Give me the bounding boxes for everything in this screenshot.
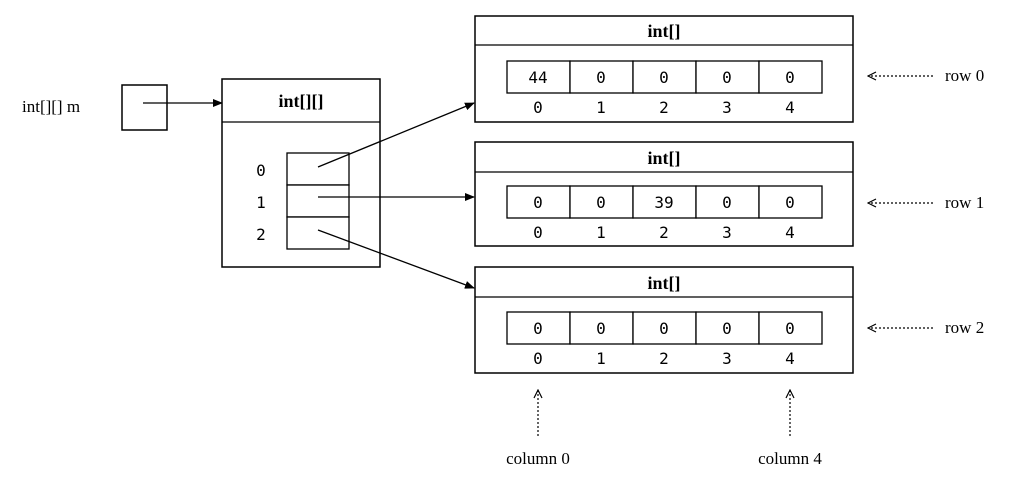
pointer-arrow-row-2: [317, 229, 475, 289]
row-2-cell-4: [758, 311, 823, 345]
row-array-2: int[] 0 0 0 0 0 0 1 2 3 4: [474, 266, 854, 374]
row-1-index-3: 3: [722, 223, 732, 242]
row-0-index-4: 4: [785, 98, 795, 117]
outer-index-0: 0: [256, 161, 266, 180]
variable-box: [121, 84, 168, 131]
row-0-value-3: 0: [722, 68, 732, 87]
outer-index-2: 2: [256, 225, 266, 244]
row-2-cell-2: [632, 311, 697, 345]
row-2-value-0: 0: [533, 319, 543, 338]
row-1-cell-1: [569, 185, 634, 219]
row-1-value-4: 0: [785, 193, 795, 212]
pointer-arrow-row-0: [317, 102, 475, 168]
row-2-title: int[]: [648, 273, 681, 293]
row-1-label: row 1: [945, 193, 984, 212]
row-0-cell-3: [695, 60, 760, 94]
outer-cell-1: [286, 184, 350, 218]
row-0-index-2: 2: [659, 98, 669, 117]
row-1-value-0: 0: [533, 193, 543, 212]
row-2-value-3: 0: [722, 319, 732, 338]
row-0-index-0: 0: [533, 98, 543, 117]
row-2-value-2: 0: [659, 319, 669, 338]
row-0-cell-4: [758, 60, 823, 94]
outer-cell-2: [286, 216, 350, 250]
row-2-index-1: 1: [596, 349, 606, 368]
row-2-index-2: 2: [659, 349, 669, 368]
row-0-cell-2: [632, 60, 697, 94]
row-1-index-0: 0: [533, 223, 543, 242]
row-1-title: int[]: [648, 148, 681, 168]
variable-label: int[][] m: [22, 97, 80, 116]
outer-index-1: 1: [256, 193, 266, 212]
row-2-index-4: 4: [785, 349, 795, 368]
row-2-value-4: 0: [785, 319, 795, 338]
row-array-0: int[] 44 0 0 0 0 0 1 2 3 4: [474, 15, 854, 123]
row-0-title: int[]: [648, 21, 681, 41]
outer-array-object: int[][] 0 1 2: [221, 78, 381, 268]
row-0-value-1: 0: [596, 68, 606, 87]
row-0-cell-1: [569, 60, 634, 94]
row-1-value-3: 0: [722, 193, 732, 212]
row-2-index-3: 3: [722, 349, 732, 368]
row-2-value-1: 0: [596, 319, 606, 338]
row-0-index-3: 3: [722, 98, 732, 117]
row-0-cell-0: [506, 60, 571, 94]
row-2-label: row 2: [945, 318, 984, 337]
row-2-cell-0: [506, 311, 571, 345]
row-1-index-2: 2: [659, 223, 669, 242]
row-2-index-0: 0: [533, 349, 543, 368]
row-1-cell-4: [758, 185, 823, 219]
row-2-cell-3: [695, 311, 760, 345]
row-1-value-1: 0: [596, 193, 606, 212]
row-0-index-1: 1: [596, 98, 606, 117]
row-1-index-1: 1: [596, 223, 606, 242]
row-0-value-2: 0: [659, 68, 669, 87]
row-1-index-4: 4: [785, 223, 795, 242]
row-1-value-2: 39: [654, 193, 673, 212]
row-0-value-0: 44: [528, 68, 547, 87]
row-2-cell-1: [569, 311, 634, 345]
row-0-label: row 0: [945, 66, 984, 85]
column-0-label: column 0: [506, 449, 570, 468]
row-0-value-4: 0: [785, 68, 795, 87]
column-4-label: column 4: [758, 449, 822, 468]
outer-array-title: int[][]: [279, 91, 324, 111]
row-1-cell-3: [695, 185, 760, 219]
row-array-1: int[] 0 0 39 0 0 0 1 2 3 4: [474, 141, 854, 247]
